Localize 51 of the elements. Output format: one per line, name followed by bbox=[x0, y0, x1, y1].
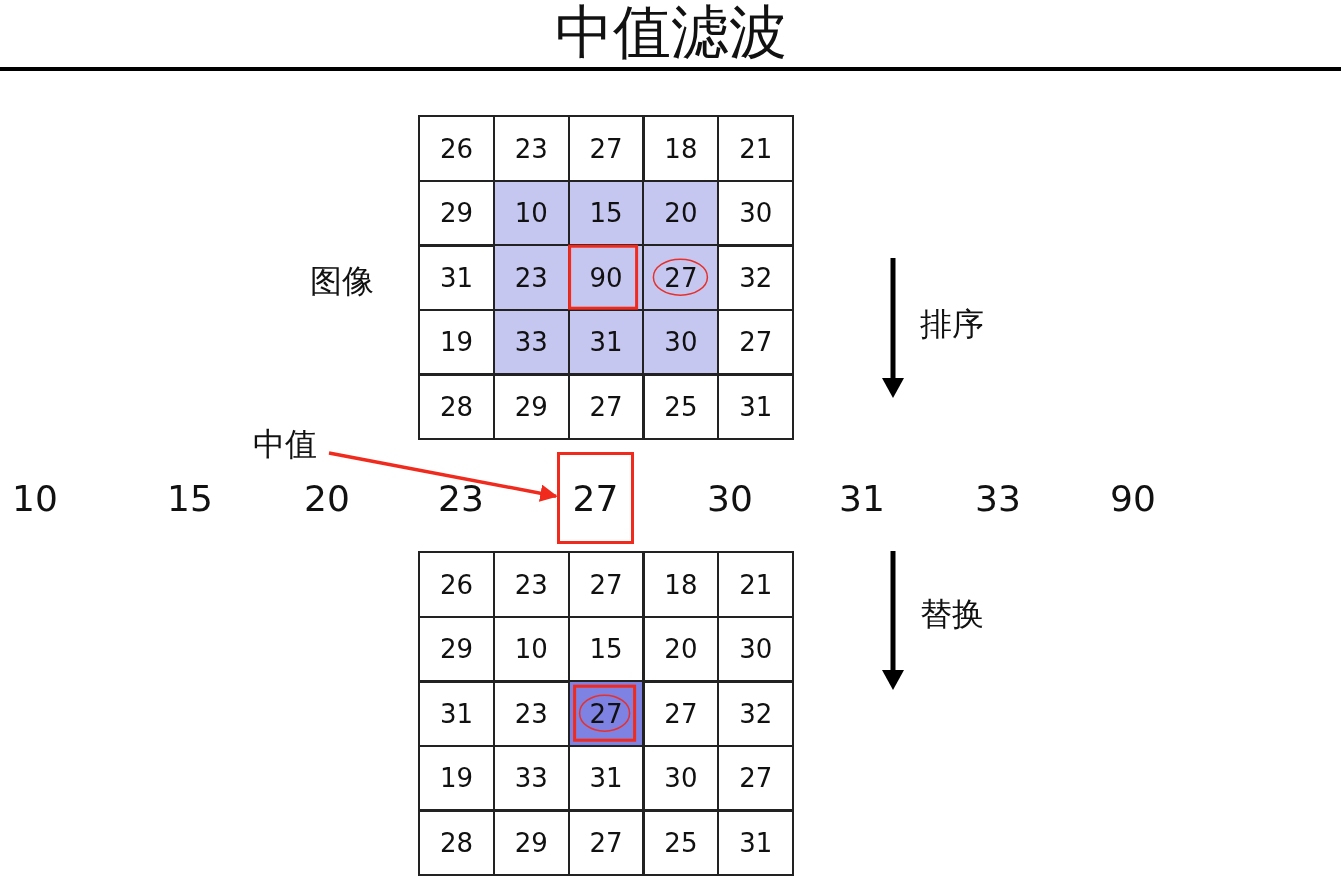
table-cell: 19 bbox=[418, 744, 495, 812]
table-cell: 21 bbox=[717, 551, 795, 618]
table-cell: 25 bbox=[642, 373, 720, 441]
sorted-value: 31 bbox=[839, 478, 885, 519]
sorted-value: 30 bbox=[707, 478, 753, 519]
table-cell: 20 bbox=[642, 615, 720, 683]
step-label: 排序 bbox=[920, 304, 984, 345]
table-cell: 32 bbox=[717, 244, 795, 312]
table-cell: 26 bbox=[418, 115, 495, 182]
table-cell: 27 bbox=[642, 680, 720, 748]
table-cell: 27 bbox=[642, 244, 720, 312]
table-cell: 25 bbox=[642, 809, 720, 877]
arrow bbox=[328, 451, 558, 502]
table-cell: 27 bbox=[567, 373, 645, 441]
sorted-value: 10 bbox=[12, 478, 58, 519]
table-cell: 31 bbox=[717, 373, 795, 441]
table-cell: 30 bbox=[717, 615, 795, 683]
sorted-value: 15 bbox=[167, 478, 213, 519]
table-cell: 31 bbox=[717, 809, 795, 877]
table-cell: 32 bbox=[717, 680, 795, 748]
table-cell: 27 bbox=[717, 744, 795, 812]
table-cell: 20 bbox=[642, 179, 720, 247]
median-box: 27 bbox=[557, 452, 634, 544]
table-cell: 27 bbox=[567, 551, 645, 618]
table-cell: 21 bbox=[717, 115, 795, 182]
title: 中值滤波 bbox=[553, 0, 788, 68]
table-cell: 27 bbox=[717, 308, 795, 376]
table-cell: 30 bbox=[642, 744, 720, 812]
table-cell: 27 bbox=[567, 809, 645, 877]
table-cell: 30 bbox=[642, 308, 720, 376]
table-cell: 29 bbox=[492, 373, 570, 441]
table-cell: 18 bbox=[642, 551, 720, 618]
table-cell: 29 bbox=[492, 809, 570, 877]
table-cell: 28 bbox=[418, 373, 495, 441]
table-cell: 28 bbox=[418, 809, 495, 877]
callout-label: 中值 bbox=[247, 425, 323, 465]
table-cell: 26 bbox=[418, 551, 495, 618]
table-cell: 30 bbox=[717, 179, 795, 247]
table-cell: 23 bbox=[492, 244, 570, 312]
table-cell: 29 bbox=[418, 615, 495, 683]
sorted-value: 90 bbox=[1110, 478, 1156, 519]
table-cell: 10 bbox=[492, 179, 570, 247]
table-cell: 15 bbox=[567, 179, 645, 247]
sorted-value: 23 bbox=[438, 478, 484, 519]
sorted-value: 33 bbox=[975, 478, 1021, 519]
table-cell: 31 bbox=[418, 680, 495, 748]
sorted-value: 20 bbox=[304, 478, 350, 519]
step-label: 替换 bbox=[920, 594, 984, 635]
table-cell: 31 bbox=[567, 744, 645, 812]
table-cell: 33 bbox=[492, 308, 570, 376]
row-label: 图像 bbox=[310, 261, 374, 302]
